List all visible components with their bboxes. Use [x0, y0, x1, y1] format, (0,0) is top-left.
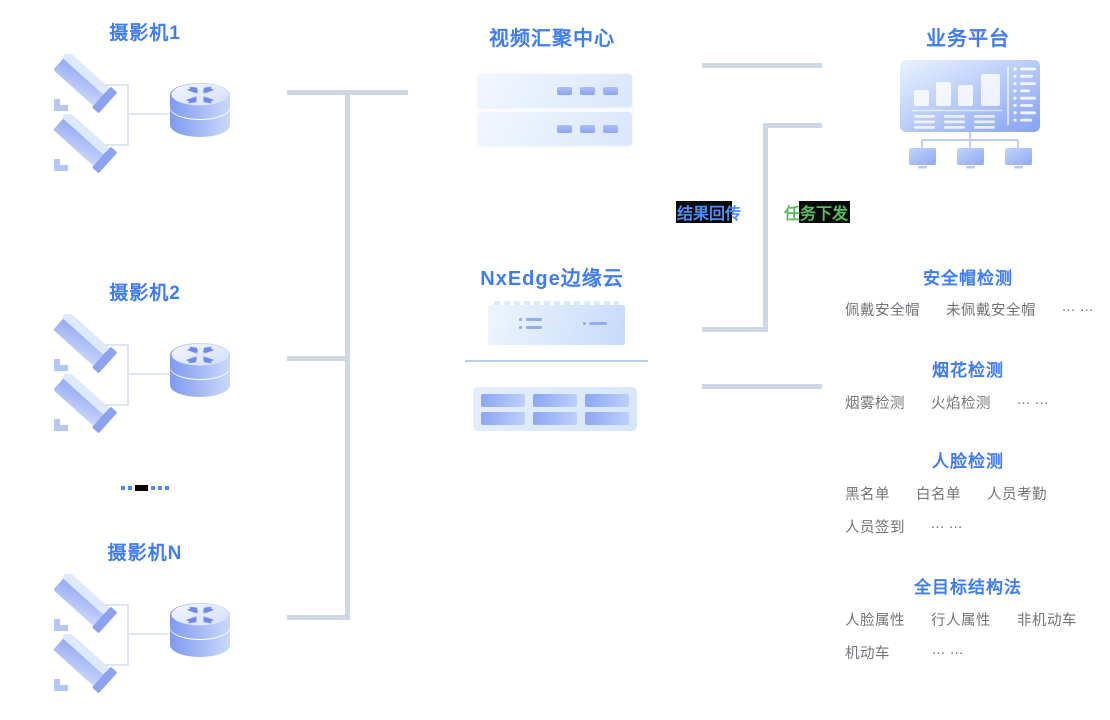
connector-edge-right	[702, 384, 822, 389]
camera-link-line	[127, 604, 129, 666]
camera-link-line	[95, 664, 129, 666]
connector-flow-top	[763, 123, 822, 128]
edge-chip-icon	[488, 301, 625, 345]
camera-group-n: 摄影机N	[54, 538, 245, 720]
section-items: 人员签到 ... ...	[845, 516, 963, 537]
camera-link-line	[127, 344, 129, 406]
flow-label-result-return: 结果回传	[675, 200, 741, 224]
server-icon	[478, 112, 632, 145]
connector-hub-platform	[702, 63, 822, 68]
section-item: 佩戴安全帽	[845, 303, 920, 319]
section-title-face: 人脸检测	[932, 452, 1004, 471]
connector-camera2-stub	[287, 356, 345, 361]
edge-divider-line	[465, 360, 648, 362]
flow-label-task-dispatch: 任务下发	[784, 200, 851, 224]
router-icon	[170, 603, 230, 657]
section-item: 人员签到	[845, 520, 905, 536]
section-items: 佩戴安全帽 未佩戴安全帽 ... ...	[845, 299, 1094, 320]
platform-title: 业务平台	[926, 28, 1010, 50]
edge-cloud-title: NxEdge边缘云	[480, 268, 624, 290]
section-title-fire: 烟花检测	[932, 361, 1004, 380]
camera-group-2: 摄影机2	[54, 278, 245, 463]
camera-icon	[54, 374, 117, 433]
section-items: 人脸属性 行人属性 非机动车	[845, 609, 1077, 630]
camera-link-line	[95, 604, 129, 606]
camera-link-line	[95, 144, 129, 146]
camera-router-line	[127, 113, 169, 115]
video-hub-title: 视频汇聚中心	[489, 28, 615, 50]
camera-icon	[54, 54, 117, 113]
section-item: ... ...	[1017, 392, 1049, 408]
section-item: 机动车	[845, 646, 890, 662]
section-item: 人员考勤	[987, 487, 1047, 503]
router-icon	[170, 343, 230, 397]
section-item: 人脸属性	[845, 613, 905, 629]
section-items: 黑名单 白名单 人员考勤	[845, 483, 1047, 504]
section-item: ... ...	[1062, 299, 1094, 315]
camera-link-line	[95, 404, 129, 406]
section-item: ... ...	[932, 642, 964, 658]
camera-group-title: 摄影机1	[109, 23, 181, 44]
section-title-helmet: 安全帽检测	[923, 269, 1013, 288]
camera-link-line	[95, 344, 129, 346]
section-item: ... ...	[931, 516, 963, 532]
section-item: 行人属性	[931, 613, 991, 629]
camera-router-line	[127, 373, 169, 375]
monitor-icon	[909, 148, 1032, 169]
connector-flow-vertical	[763, 123, 768, 332]
camera-icon	[54, 634, 117, 693]
router-icon	[170, 83, 230, 137]
connector-cameras-trunk	[345, 90, 350, 620]
more-cameras-ellipsis	[121, 485, 169, 491]
camera-link-line	[95, 84, 129, 86]
section-items: 烟雾检测 火焰检测 ... ...	[845, 392, 1049, 413]
dashboard-icon	[900, 60, 1040, 169]
camera-icon	[54, 574, 117, 633]
section-item: 未佩戴安全帽	[946, 303, 1036, 319]
gpu-array-icon	[473, 387, 637, 431]
camera-group-1: 摄影机1	[54, 18, 245, 203]
camera-icon	[54, 314, 117, 373]
section-title-full-target: 全目标结构法	[914, 578, 1022, 597]
section-item: 黑名单	[845, 487, 890, 503]
section-item: 白名单	[916, 487, 961, 503]
section-items: 机动车 ... ...	[845, 642, 964, 663]
connector-cameran-stub	[287, 615, 350, 620]
server-icon	[478, 74, 632, 107]
camera-link-line	[127, 84, 129, 146]
camera-icon	[54, 114, 117, 173]
connector-flow-bottom	[702, 327, 768, 332]
section-item: 非机动车	[1017, 613, 1077, 629]
section-item: 火焰检测	[931, 396, 991, 412]
camera-router-line	[127, 633, 169, 635]
section-item: 烟雾检测	[845, 396, 905, 412]
camera-group-title: 摄影机2	[109, 283, 181, 304]
camera-group-title: 摄影机N	[107, 543, 183, 564]
